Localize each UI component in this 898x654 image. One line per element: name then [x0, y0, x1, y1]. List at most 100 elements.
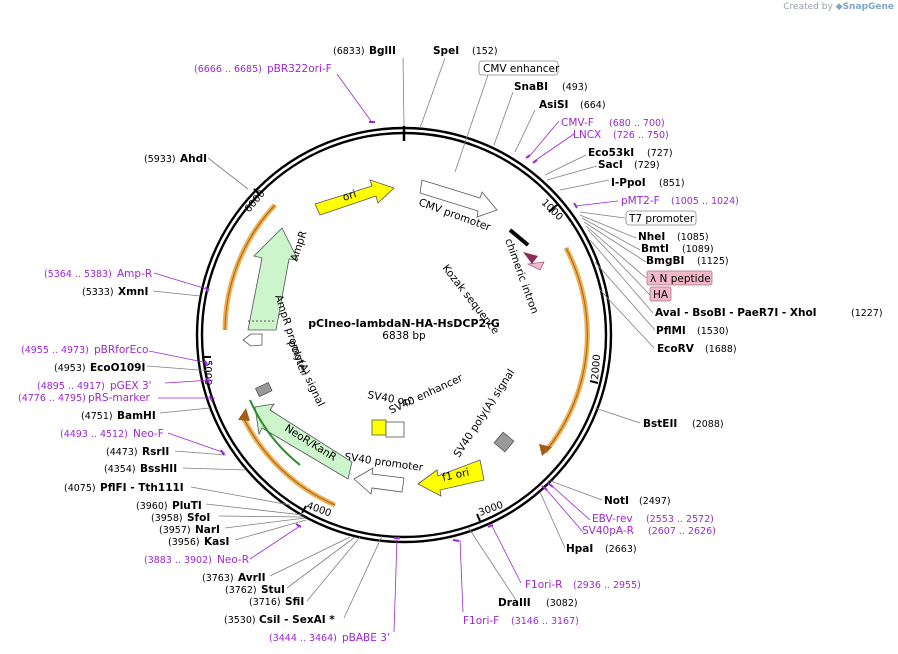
svg-text:(3960): (3960) — [136, 501, 168, 512]
ori-arrow[interactable] — [314, 179, 395, 216]
svg-text:RsrII: RsrII — [142, 446, 169, 458]
site-i-ppoi[interactable]: I-PpoI(851) — [611, 177, 685, 189]
svg-text:(2663): (2663) — [605, 544, 637, 555]
site-eco0109i[interactable]: (4953)EcoO109I — [54, 362, 145, 374]
svg-text:(727): (727) — [647, 148, 673, 159]
site-tth111i[interactable]: (4075)PflFI - Tth111I — [64, 482, 184, 494]
svg-text:(2607 .. 2626): (2607 .. 2626) — [648, 526, 716, 537]
svg-text:PflMI: PflMI — [656, 325, 686, 337]
t7-promoter-label: T7 promoter — [628, 213, 695, 225]
svg-text:(3530): (3530) — [224, 615, 256, 626]
site-noti[interactable]: NotI(2497) — [604, 495, 671, 507]
primer-ebv-rev[interactable]: EBV-rev(2553 .. 2572) — [592, 513, 714, 525]
site-sfii[interactable]: (3716)SfiI — [249, 596, 304, 608]
svg-text:(3883 .. 3902): (3883 .. 3902) — [144, 555, 212, 566]
site-avrii[interactable]: (3763)AvrII — [202, 572, 266, 584]
site-bmti[interactable]: BmtI(1089) — [641, 243, 714, 255]
site-snabi[interactable]: SnaBI(493) — [514, 81, 588, 93]
chimeric-intron-label: chimeric intron — [502, 237, 540, 316]
site-ahdi[interactable]: (5933)AhdI — [144, 153, 207, 165]
site-asisi[interactable]: AsiSI(664) — [539, 99, 606, 111]
sv40-polya-box[interactable] — [493, 431, 515, 453]
svg-text:SfoI: SfoI — [187, 512, 210, 524]
site-saci[interactable]: SacI(729) — [598, 159, 660, 171]
svg-text:BglII: BglII — [369, 45, 396, 57]
svg-text:(5333): (5333) — [82, 287, 114, 298]
svg-text:LNCX: LNCX — [573, 129, 601, 141]
ampr-label: AmpR — [288, 229, 309, 263]
t7-site-marker — [508, 228, 530, 247]
primer-pbrforeco[interactable]: (4955 .. 4973)pBRforEco — [21, 344, 148, 356]
svg-text:(1125): (1125) — [697, 256, 729, 267]
site-pluti[interactable]: (3960)PluTI — [136, 500, 202, 512]
site-bsshii[interactable]: (4354)BssHII — [104, 463, 177, 475]
svg-text:pBRforEco: pBRforEco — [94, 344, 148, 356]
site-rsrii[interactable]: (4473)RsrII — [106, 446, 169, 458]
svg-text:BmgBI: BmgBI — [646, 255, 684, 267]
svg-text:SfiI: SfiI — [285, 596, 304, 608]
site-ecorv[interactable]: EcoRV(1688) — [657, 343, 737, 355]
site-bglii[interactable]: (6833) BglII — [333, 45, 396, 57]
primer-prs-marker[interactable]: (4776 .. 4795)pRS-marker — [18, 392, 151, 404]
ha-label: HA — [653, 289, 669, 301]
primer-lncx[interactable]: LNCX(726 .. 750) — [573, 129, 669, 141]
primer-sv40pa-r[interactable]: SV40pA-R(2607 .. 2626) — [582, 525, 716, 537]
primer-cmv-f[interactable]: CMV-F(680 .. 700) — [561, 117, 665, 129]
primer-pbabe-3[interactable]: (3444 .. 3464)pBABE 3' — [269, 632, 390, 644]
ampr-arrow[interactable] — [247, 227, 299, 331]
site-hpai[interactable]: HpaI (2663) — [566, 543, 637, 555]
svg-text:NarI: NarI — [195, 524, 220, 536]
site-bsteii[interactable]: BstEII(2088) — [643, 418, 724, 430]
site-draiii[interactable]: DraIII(3082) — [498, 597, 578, 609]
ori-label: ori — [341, 188, 358, 204]
svg-text:DraIII: DraIII — [498, 597, 531, 609]
primer-neo-r[interactable]: (3883 .. 3902)Neo-R — [144, 554, 249, 566]
neor-arrow[interactable] — [254, 403, 353, 480]
svg-text:F1ori-R: F1ori-R — [525, 579, 562, 591]
lambda-marker — [526, 261, 545, 271]
svg-text:(664): (664) — [580, 100, 606, 111]
site-sfoi[interactable]: (3958)SfoI — [151, 512, 210, 524]
site-nhei[interactable]: NheI(1085) — [638, 231, 709, 243]
site-sexai[interactable]: (3530)CsiI - SexAI * — [224, 614, 335, 626]
polya-left-box[interactable] — [255, 381, 273, 398]
svg-text:(6833): (6833) — [333, 46, 365, 57]
site-kasi[interactable]: (3956)KasI — [168, 536, 229, 548]
site-bamhi[interactable]: (4751)BamHI — [81, 410, 156, 422]
f1-ori-label: f1 ori — [441, 467, 470, 484]
site-stui[interactable]: (3762)StuI — [225, 584, 285, 596]
svg-text:BstEII: BstEII — [643, 418, 677, 430]
svg-text:(2497): (2497) — [639, 496, 671, 507]
site-nari[interactable]: (3957)NarI — [159, 524, 220, 536]
primer-pmt2-f[interactable]: pMT2-F(1005 .. 1024) — [621, 195, 739, 207]
site-eco53ki[interactable]: Eco53kI (727) — [588, 147, 673, 159]
cmv-promoter-arrow[interactable] — [419, 179, 498, 218]
primer-f1ori-r[interactable]: F1ori-R(2936 .. 2955) — [525, 579, 641, 591]
site-spei[interactable]: SpeI(152) — [433, 45, 498, 57]
svg-text:(6666 .. 6685): (6666 .. 6685) — [194, 64, 262, 75]
site-pflmi[interactable]: PflMI (1530) — [656, 325, 729, 337]
sv40-promoter-arrow[interactable] — [353, 467, 405, 495]
site-bmgbi[interactable]: BmgBI (1125) — [646, 255, 729, 267]
svg-text:(152): (152) — [472, 46, 498, 57]
primer-pbr322ori-f[interactable]: (6666 .. 6685)pBR322ori-F — [194, 63, 332, 75]
svg-text:(3956): (3956) — [168, 537, 200, 548]
primer-amp-r[interactable]: (5364 .. 5383)Amp-R — [44, 268, 152, 280]
svg-text:(4751): (4751) — [81, 411, 113, 422]
site-xmni[interactable]: (5333)XmnI — [82, 286, 148, 298]
primer-neo-f[interactable]: (4493 .. 4512)Neo-F — [60, 428, 164, 440]
site-xhoi[interactable]: AvaI - BsoBI - PaeR7I - XhoI(1227) — [655, 307, 883, 319]
f1-ori-arrow[interactable] — [417, 459, 485, 497]
svg-text:(1530): (1530) — [697, 326, 729, 337]
sv40-promoter-label: SV40 promoter — [344, 451, 425, 474]
neor-orf-arc — [249, 399, 301, 466]
ampr-promoter-arrow[interactable] — [242, 333, 263, 347]
snapgene-credit: Created by ◆SnapGene — [783, 2, 894, 12]
primer-pgex-3[interactable]: (4895 .. 4917)pGEX 3' — [37, 380, 152, 392]
sv40-ori-box[interactable] — [371, 419, 387, 436]
svg-text:HpaI: HpaI — [566, 543, 593, 555]
svg-text:Eco53kI: Eco53kI — [588, 147, 634, 159]
sv40-enhancer-box[interactable] — [385, 421, 405, 438]
primer-f1ori-f[interactable]: F1ori-F(3146 .. 3167) — [463, 615, 579, 627]
